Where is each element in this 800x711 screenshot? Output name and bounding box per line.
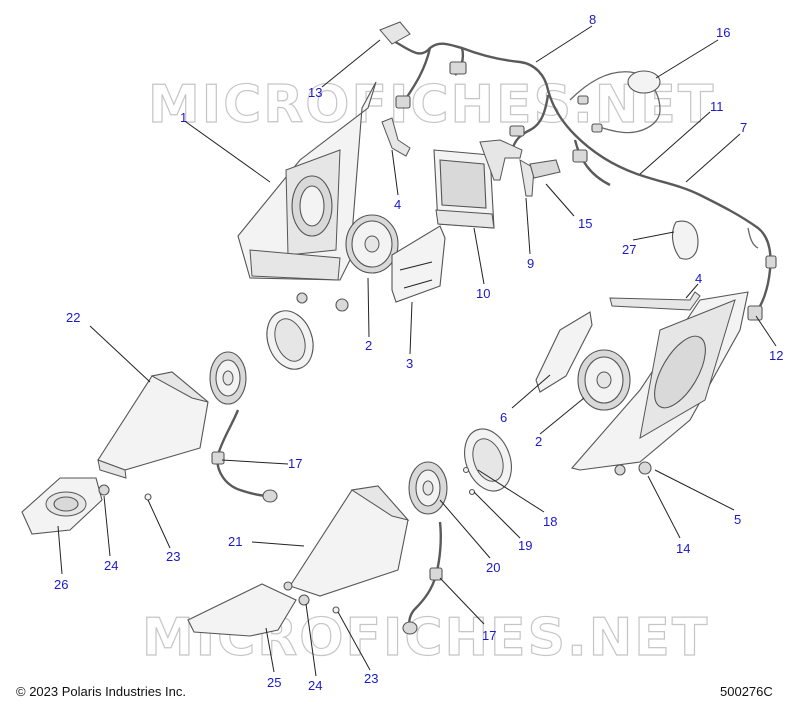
speaker-left	[345, 214, 399, 274]
speaker-grille-right	[535, 311, 593, 393]
callout-4-right: 4	[695, 271, 702, 286]
rear-right-grille	[464, 428, 512, 492]
rear-left-grille	[266, 310, 314, 370]
callout-26: 26	[54, 577, 68, 592]
callout-15: 15	[578, 216, 592, 231]
callout-14: 14	[676, 541, 690, 556]
callout-23-left: 23	[166, 549, 180, 564]
leader-lines	[57, 25, 777, 677]
callout-3: 3	[406, 356, 413, 371]
callout-23-right: 23	[364, 671, 378, 686]
harness-17-right	[408, 521, 442, 629]
callout-11: 11	[710, 99, 724, 114]
callout-1: 1	[180, 110, 187, 125]
callout-16: 16	[716, 25, 730, 40]
connector-cover	[671, 220, 699, 260]
bracket-right	[609, 291, 701, 311]
callout-13: 13	[308, 85, 322, 100]
display-unit	[433, 139, 535, 229]
callout-25: 25	[267, 675, 281, 690]
copyright-notice: © 2023 Polaris Industries Inc.	[16, 684, 186, 699]
watermark-top: MICROFICHES.NET	[148, 75, 715, 135]
callout-12: 12	[769, 348, 783, 363]
rear-right-enclosure	[289, 485, 410, 597]
callout-9: 9	[527, 256, 534, 271]
left-speaker-pod	[237, 81, 377, 312]
callout-6: 6	[500, 410, 507, 425]
harness-17-left	[216, 409, 271, 498]
callout-5: 5	[734, 512, 741, 527]
callout-17-right: 17	[482, 628, 496, 643]
bezel-26	[21, 477, 103, 535]
wiring-harness	[379, 21, 777, 321]
diagram-reference-number: 500276C	[720, 684, 773, 699]
rear-left-enclosure	[97, 371, 209, 479]
bracket-top	[381, 117, 411, 157]
callout-labels: 1 2 2 3 4 4 5 6 7 8 9 10 11 12 13 14 15 …	[54, 12, 783, 693]
callout-22: 22	[66, 310, 80, 325]
callout-4-top: 4	[394, 197, 401, 212]
callout-10: 10	[476, 286, 490, 301]
callout-17-left: 17	[288, 456, 302, 471]
callout-27: 27	[622, 242, 636, 257]
right-speaker-pod	[570, 291, 749, 476]
callout-2-left: 2	[365, 338, 372, 353]
speaker-right	[577, 349, 631, 411]
callout-8: 8	[589, 12, 596, 27]
callout-19: 19	[518, 538, 532, 553]
callout-21: 21	[228, 534, 242, 549]
callout-24-left: 24	[104, 558, 118, 573]
trim-panel-25	[187, 583, 297, 637]
rear-left-speaker	[209, 351, 247, 405]
callout-24-right: 24	[308, 678, 322, 693]
callout-7: 7	[740, 120, 747, 135]
speaker-grille-left	[391, 225, 446, 303]
harness-module	[529, 159, 561, 179]
callout-18: 18	[543, 514, 557, 529]
rear-right-speaker	[408, 461, 448, 515]
callout-2-right: 2	[535, 434, 542, 449]
callout-20: 20	[486, 560, 500, 575]
